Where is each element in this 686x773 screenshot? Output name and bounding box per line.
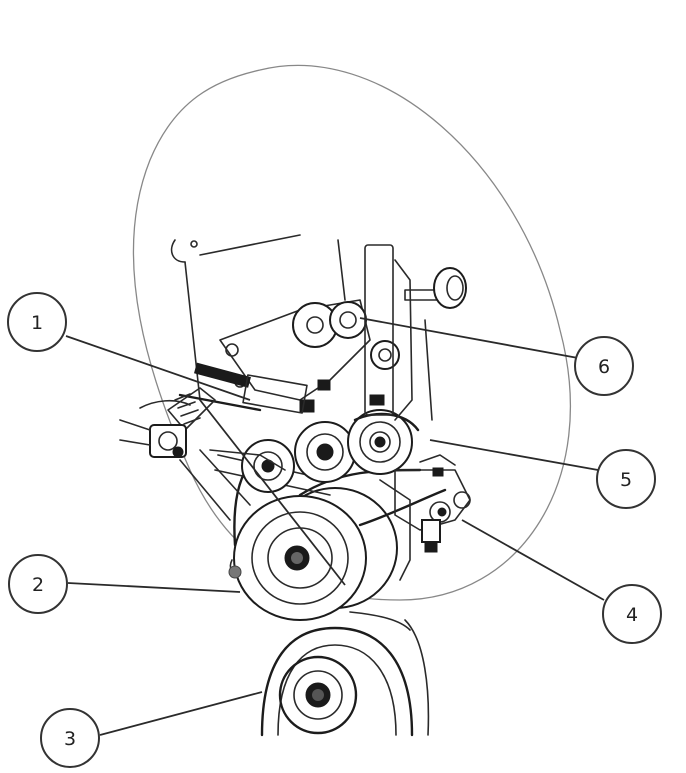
- callout-1-label: 1: [31, 312, 43, 334]
- leader-2: [67, 582, 241, 593]
- leader-6: [359, 317, 579, 359]
- lower-belt: [260, 611, 430, 737]
- leader-lines: [65, 317, 605, 736]
- callout-3: 3: [40, 708, 100, 768]
- callout-6: 6: [574, 336, 634, 396]
- leader-1b: [199, 399, 346, 586]
- leader-4: [461, 519, 605, 601]
- large-pulley: [229, 487, 398, 621]
- crankshaft-pulley: [278, 655, 358, 735]
- callout-2: 2: [8, 554, 68, 614]
- tensioner-assembly: [170, 234, 467, 421]
- callout-2-label: 2: [32, 574, 44, 596]
- alternator-bracket: [379, 454, 471, 581]
- callout-3-label: 3: [64, 728, 76, 750]
- callout-5: 5: [596, 449, 656, 509]
- tensioner-spring: [119, 362, 308, 579]
- callout-1: 1: [7, 292, 67, 352]
- callout-4-label: 4: [626, 604, 638, 626]
- idler-pulleys: [241, 409, 420, 493]
- callout-4: 4: [602, 584, 662, 644]
- callout-5-label: 5: [620, 469, 632, 491]
- leader-5: [429, 439, 599, 471]
- leader-1: [65, 335, 251, 401]
- callout-6-label: 6: [598, 356, 610, 378]
- leader-3: [99, 691, 263, 736]
